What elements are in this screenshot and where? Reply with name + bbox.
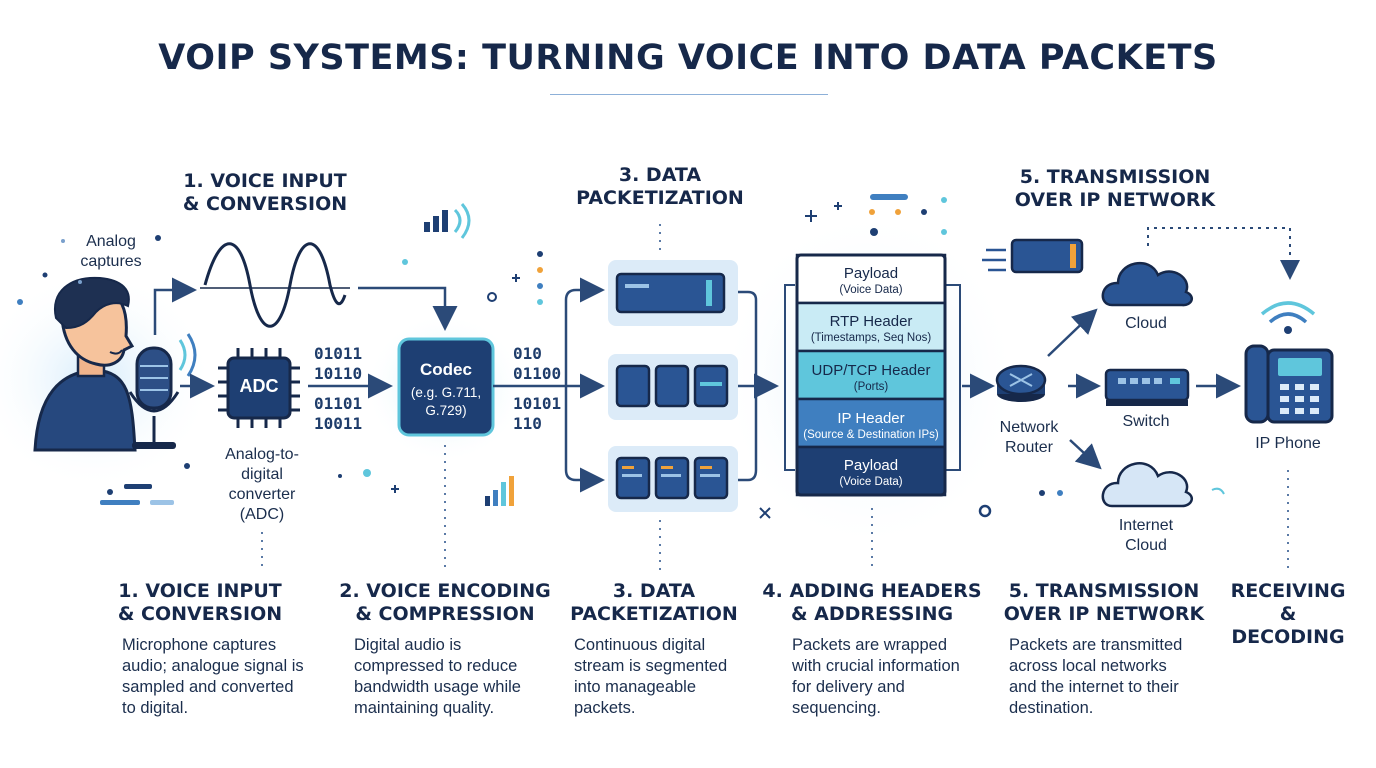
stack-layer-1-sub: (Voice Data) bbox=[839, 284, 903, 296]
adc-chip-icon bbox=[218, 348, 300, 428]
stack-layer-3-title: UDP/TCP Header bbox=[811, 362, 931, 379]
level-bars-icon bbox=[485, 476, 514, 506]
top-stage-transmission: 5. TRANSMISSION OVER IP NETWORK bbox=[1014, 166, 1216, 211]
page-title: VOIP SYSTEMS: TURNING VOICE INTO DATA PA… bbox=[158, 38, 1218, 78]
binary-adc-bottom: 01101 10011 bbox=[314, 394, 363, 433]
person-speaking-icon bbox=[33, 276, 137, 452]
binary-codec-bottom: 10101 110 bbox=[513, 394, 562, 433]
step-3-heading: 3. DATA PACKETIZATION bbox=[570, 580, 738, 625]
switch-icon bbox=[1104, 368, 1190, 406]
step-4-description: Packets are wrapped with crucial informa… bbox=[792, 636, 960, 717]
top-stage-packetization: 3. DATA PACKETIZATION bbox=[576, 164, 744, 209]
cloud-label: Cloud bbox=[1125, 315, 1167, 332]
adc-caption: Analog-to- digital converter (ADC) bbox=[225, 446, 299, 523]
binary-adc-top: 01011 10110 bbox=[314, 344, 363, 383]
step-5-heading: 5. TRANSMISSION OVER IP NETWORK bbox=[1003, 580, 1205, 625]
step-3-description: Continuous digital stream is segmented i… bbox=[574, 636, 728, 717]
packet-row-3 bbox=[608, 446, 738, 512]
flow-arrow bbox=[153, 277, 197, 335]
step-4-heading: 4. ADDING HEADERS & ADDRESSING bbox=[762, 580, 982, 625]
network-router-icon bbox=[995, 364, 1047, 402]
stack-layer-1-title: Payload bbox=[843, 265, 899, 282]
stack-layer-5-title: Payload bbox=[843, 457, 899, 474]
dotted-connectors bbox=[261, 224, 1289, 570]
top-stage-voice-input: 1. VOICE INPUT & CONVERSION bbox=[182, 170, 348, 215]
switch-label: Switch bbox=[1122, 413, 1170, 430]
step-6-heading: RECEIVING & DECODING bbox=[1230, 580, 1346, 648]
decorative-plus bbox=[391, 202, 842, 519]
step-2-heading: 2. VOICE ENCODING & COMPRESSION bbox=[339, 580, 551, 625]
flying-packet-icon bbox=[982, 238, 1084, 274]
packet-row-1 bbox=[608, 260, 738, 326]
network-router-label: Network Router bbox=[999, 419, 1059, 456]
stack-layer-2-sub: (Timestamps, Seq Nos) bbox=[810, 332, 932, 344]
internet-cloud-icon bbox=[1101, 462, 1194, 508]
stack-layer-5-sub: (Voice Data) bbox=[839, 476, 903, 488]
microphone-icon bbox=[128, 346, 180, 449]
ip-phone-label: IP Phone bbox=[1255, 435, 1321, 452]
packet-row-2 bbox=[608, 354, 738, 420]
binary-codec-top: 010 01100 bbox=[513, 344, 562, 383]
decorative-dots bbox=[17, 194, 1225, 518]
title-divider bbox=[550, 94, 828, 95]
cloud-icon bbox=[1101, 261, 1194, 307]
signal-bars-icon bbox=[424, 203, 471, 239]
internet-cloud-label: Internet Cloud bbox=[1118, 517, 1174, 554]
sound-wave-icon bbox=[178, 339, 187, 371]
codec-name: Codec bbox=[420, 360, 472, 379]
ip-phone-icon bbox=[1244, 301, 1334, 424]
stack-layer-4-sub: (Source & Destination IPs) bbox=[803, 429, 939, 441]
stack-layer-2-title: RTP Header bbox=[829, 313, 913, 330]
step-2-description: Digital audio is compressed to reduce ba… bbox=[354, 636, 521, 717]
analog-wave-icon bbox=[203, 242, 347, 328]
adc-chip-label: ADC bbox=[239, 376, 279, 396]
stack-layer-1 bbox=[795, 253, 947, 305]
analog-captures-label: Analog captures bbox=[80, 233, 142, 270]
packet-header-stack bbox=[795, 253, 947, 497]
step-1-description: Microphone captures audio; analogue sign… bbox=[122, 636, 304, 717]
stack-layer-4-title: IP Header bbox=[837, 410, 905, 427]
step-5-description: Packets are transmitted across local net… bbox=[1009, 636, 1183, 717]
stack-layer-3-sub: (Ports) bbox=[853, 381, 889, 393]
codec-examples: (e.g. G.711, G.729) bbox=[410, 385, 482, 418]
step-1-heading: 1. VOICE INPUT & CONVERSION bbox=[117, 580, 283, 625]
stack-outline bbox=[795, 253, 947, 497]
